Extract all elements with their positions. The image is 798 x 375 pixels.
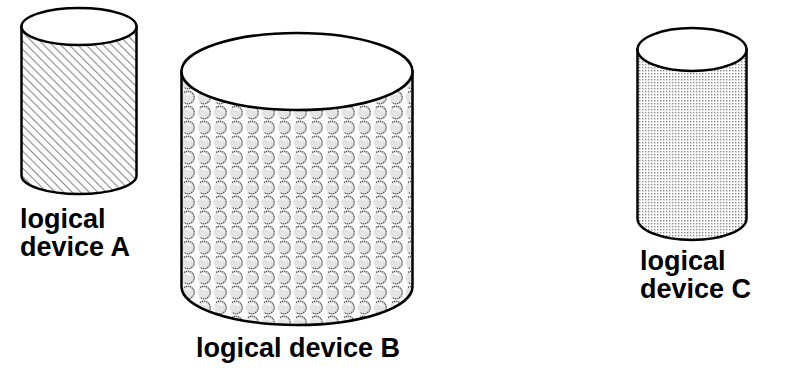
device-label: logical device C bbox=[632, 247, 792, 304]
cylinder-top bbox=[182, 33, 413, 110]
cylinder-outline bbox=[16, 5, 138, 197]
cylinder-top bbox=[638, 28, 747, 71]
cylinder-outline bbox=[632, 25, 748, 243]
cylinder-outline bbox=[178, 30, 414, 328]
logical-device: logical device C bbox=[632, 25, 792, 304]
cylinder-body bbox=[638, 50, 747, 240]
logical-device: logical device A bbox=[16, 5, 146, 262]
cylinder-body bbox=[22, 27, 137, 194]
cylinder-top bbox=[22, 8, 137, 45]
device-label: logical device B bbox=[178, 334, 418, 362]
logical-device: logical device B bbox=[178, 30, 418, 362]
device-label: logical device A bbox=[16, 205, 146, 262]
